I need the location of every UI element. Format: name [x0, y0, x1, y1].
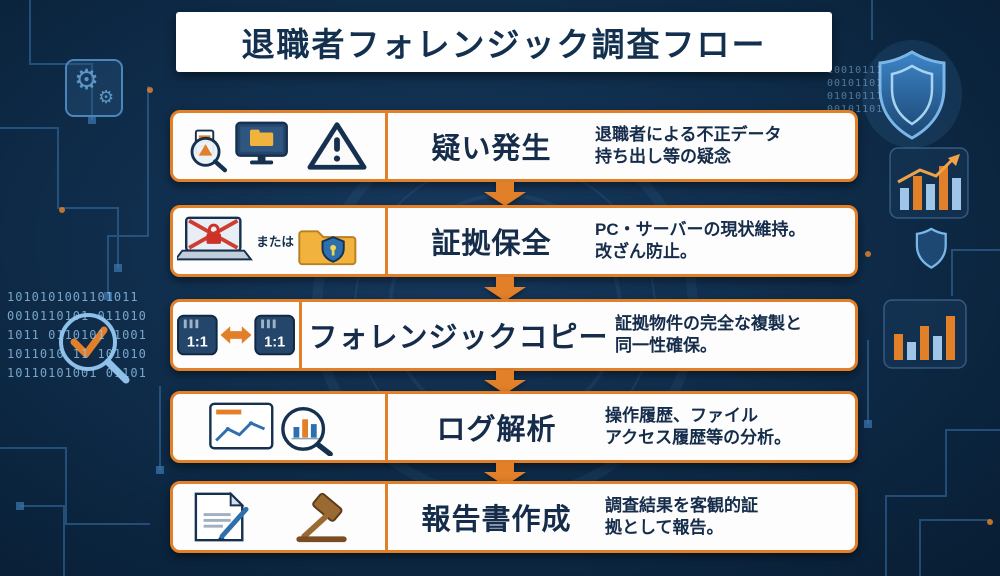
desc-line: 改ざん防止。 — [595, 242, 697, 261]
bar-chart-icon-2 — [883, 299, 967, 369]
binary-text-right: 10010111 00101101 01010111 00101101 — [827, 64, 883, 116]
forensic-copy-icon: 1:1 1:1 — [173, 302, 299, 368]
report-icon — [173, 484, 385, 550]
binary-line: 1011010 11 101010 — [7, 347, 147, 361]
check-magnifier-icon — [59, 313, 130, 384]
step-card-log-analysis: ログ解析 操作履歴、ファイル アクセス履歴等の分析。 — [170, 391, 858, 463]
desc-line: 持ち出し等の疑念 — [595, 147, 731, 166]
step-card-report: 報告書作成 調査結果を客観的証 拠として報告。 — [170, 481, 858, 553]
binary-line: 0010110101 011010 — [7, 309, 147, 323]
step-card-forensic-copy: 1:1 1:1 フォレンジックコピー 証拠物件の完全な複製と 同一性確保。 — [170, 299, 858, 371]
binary-line: 00101101 — [827, 78, 884, 89]
small-shield-icon — [915, 227, 947, 269]
binary-line: 1011 0110101 1001 — [7, 328, 147, 342]
card-divider — [385, 113, 388, 179]
step-title: 証拠保全 — [431, 228, 552, 260]
evidence-preservation-icon: または — [173, 208, 385, 274]
step-title: 報告書作成 — [421, 504, 572, 536]
flow-arrow-down-icon — [484, 182, 526, 206]
card-divider — [385, 484, 388, 550]
step-description: 退職者による不正データ 持ち出し等の疑念 — [595, 113, 855, 179]
flow-arrow-down-icon — [484, 462, 526, 486]
step-description: 調査結果を客観的証 拠として報告。 — [605, 484, 855, 550]
desc-line: 退職者による不正データ — [595, 124, 782, 144]
drive-ratio-label: 1:1 — [187, 335, 208, 351]
step-description: PC・サーバーの現状維持。 改ざん防止。 — [595, 208, 855, 274]
binary-line: 1010101001101011 — [7, 290, 139, 304]
page-title-text: 退職者フォレンジック調査フロー — [241, 26, 767, 63]
binary-line: 01010111 — [827, 91, 884, 102]
gavel-icon — [296, 492, 347, 543]
step-title: フォレンジックコピー — [308, 322, 609, 354]
suspicion-icon-svg — [190, 121, 367, 173]
binary-line: 10010111 — [827, 65, 884, 76]
suspicion-icon — [173, 113, 385, 179]
shield-icon — [862, 40, 962, 148]
desc-line: 調査結果を客観的証 — [605, 495, 758, 515]
log-icon-svg — [209, 402, 333, 456]
page-title: 退職者フォレンジック調査フロー — [176, 12, 832, 72]
card-divider — [299, 302, 302, 368]
bar-chart-icon — [889, 147, 969, 219]
binary-text-left: 1010101001101011 0010110101 011010 1011 … — [7, 288, 147, 383]
step-card-preservation: または 証拠保全 PC・サーバーの現状維持。 改ざん防止。 — [170, 205, 858, 277]
step-card-suspicion: 疑い発生 退職者による不正データ 持ち出し等の疑念 — [170, 110, 858, 182]
flow-arrow-down-icon — [484, 370, 526, 394]
log-analysis-icon — [173, 394, 385, 460]
binary-line: 10110101001 01101 — [7, 366, 147, 380]
flow-arrow-down-icon — [484, 277, 526, 301]
step-title: 疑い発生 — [431, 133, 552, 165]
desc-line: 拠として報告。 — [605, 518, 724, 537]
evidence-icon-svg: または — [177, 216, 357, 266]
drive-ratio-label: 1:1 — [264, 335, 285, 351]
desc-line: PC・サーバーの現状維持。 — [595, 219, 806, 239]
desc-line: 同一性確保。 — [615, 336, 717, 355]
card-divider — [385, 394, 388, 460]
desc-line: アクセス履歴等の分析。 — [605, 428, 792, 447]
desc-line: 証拠物件の完全な複製と — [615, 313, 802, 333]
report-icon-svg — [194, 491, 347, 543]
gear-icon: ⚙ — [74, 64, 100, 95]
step-title: ログ解析 — [436, 414, 557, 446]
copy-icon-svg: 1:1 1:1 — [177, 314, 295, 356]
chip-icon — [65, 59, 123, 117]
binary-line: 00101101 — [827, 104, 884, 115]
or-label: または — [256, 235, 294, 249]
card-divider — [385, 208, 388, 274]
gear-small-icon: ⚙ — [98, 87, 115, 107]
desc-line: 操作履歴、ファイル — [605, 405, 758, 425]
step-description: 証拠物件の完全な複製と 同一性確保。 — [615, 302, 855, 368]
step-description: 操作履歴、ファイル アクセス履歴等の分析。 — [605, 394, 855, 460]
